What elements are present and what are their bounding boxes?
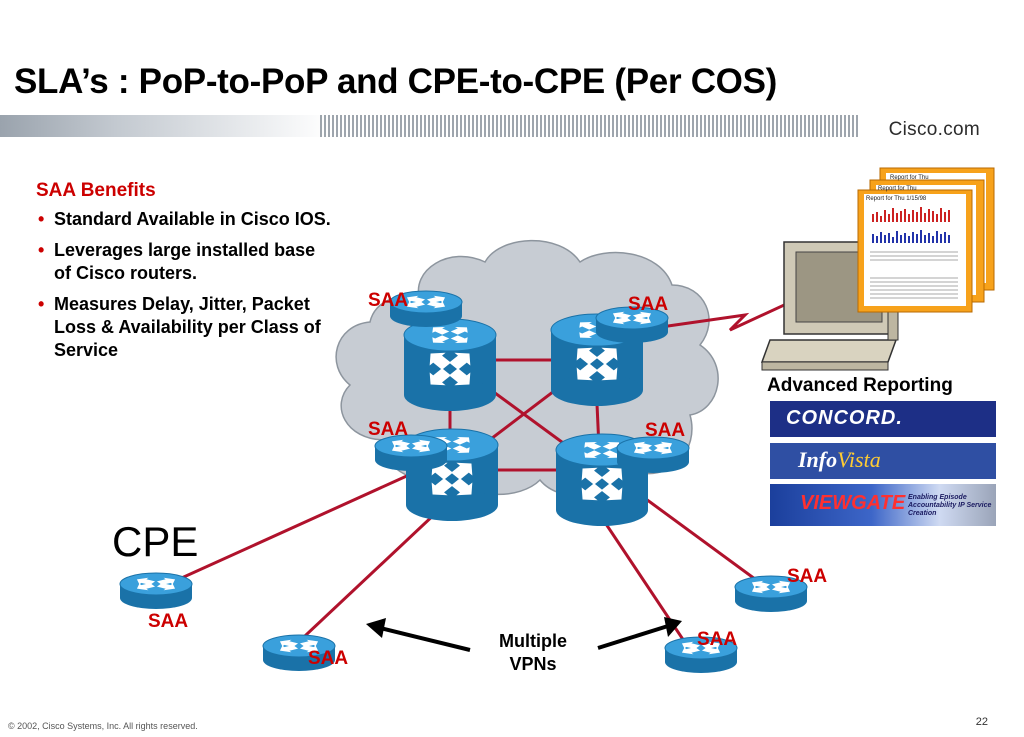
concord-logo: CONCORD.	[770, 401, 996, 437]
infovista-logo-text: InfoVista	[798, 447, 881, 472]
core-router	[404, 319, 496, 411]
cpe-router	[120, 573, 192, 609]
viewgate-logo-text: VIEWGATE	[800, 492, 906, 514]
concord-logo-text: CONCORD.	[786, 407, 903, 429]
cisco-brand: Cisco.com	[884, 119, 984, 141]
saa-label: SAA	[628, 294, 668, 315]
benefits-heading: SAA Benefits	[36, 180, 156, 201]
benefit-item: Standard Available in Cisco IOS.	[36, 208, 336, 231]
report-title: Report for Thu 1/15/98	[866, 196, 927, 202]
report-title: Report for Thu	[878, 186, 917, 192]
benefit-item: Measures Delay, Jitter, Packet Loss & Av…	[36, 293, 336, 362]
infovista-logo: InfoVista	[770, 443, 996, 479]
report-title: Report for Thu	[890, 175, 929, 181]
saa-label: SAA	[787, 566, 827, 587]
vpn-arrows	[366, 617, 682, 652]
page-number: 22	[975, 716, 988, 728]
cpe-label: CPE	[112, 518, 199, 565]
benefit-item: Leverages large installed base of Cisco …	[36, 239, 336, 285]
advanced-reporting-label: Advanced Reporting	[767, 375, 953, 396]
multiple-vpns-label: Multiple VPNs	[499, 631, 567, 674]
slide-title: SLA’s : PoP-to-PoP and CPE-to-CPE (Per C…	[14, 62, 777, 101]
saa-router	[375, 435, 447, 471]
saa-label: SAA	[368, 419, 408, 440]
saa-benefits: SAA Benefits Standard Available in Cisco…	[36, 180, 336, 370]
saa-router	[617, 437, 689, 473]
title-rule	[0, 115, 860, 137]
saa-label: SAA	[697, 629, 737, 650]
viewgate-tagline: Enabling Episode Accountability IP Servi…	[908, 494, 992, 517]
saa-label: SAA	[308, 648, 348, 669]
copyright-footer: © 2002, Cisco Systems, Inc. All rights r…	[8, 721, 198, 731]
saa-label: SAA	[148, 611, 188, 632]
report-pages: Report for Thu Report for Thu Report for…	[857, 167, 995, 313]
benefits-list: Standard Available in Cisco IOS. Leverag…	[36, 208, 336, 362]
saa-label: SAA	[368, 290, 408, 311]
viewgate-logo: VIEWGATE Enabling Episode Accountability…	[770, 484, 996, 526]
saa-label: SAA	[645, 420, 685, 441]
